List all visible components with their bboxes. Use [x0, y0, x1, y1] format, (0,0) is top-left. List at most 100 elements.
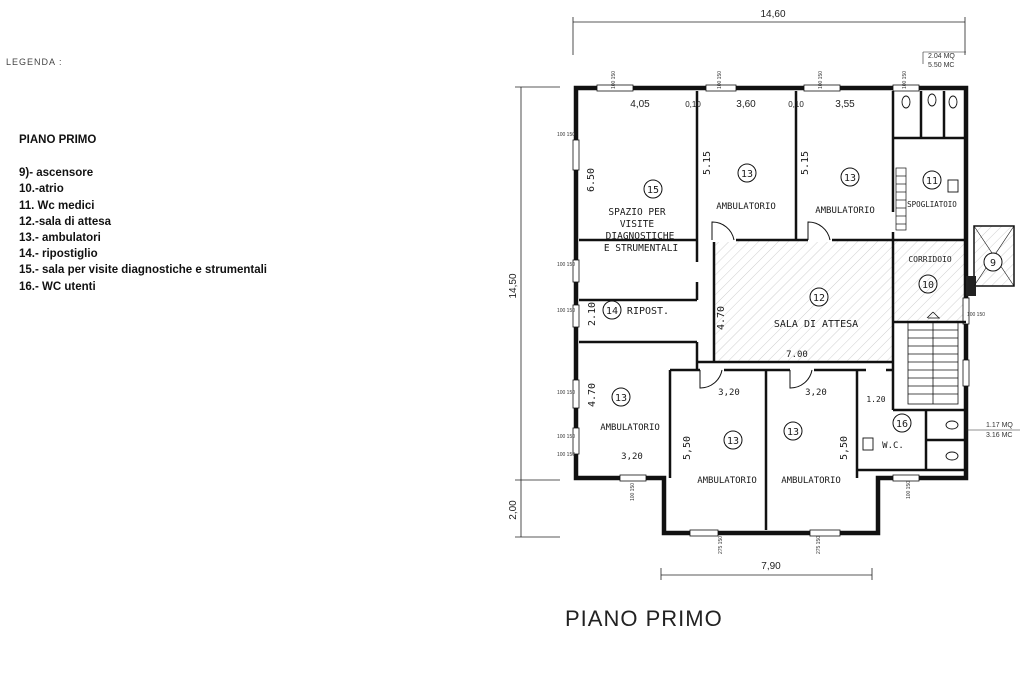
window-tag: 100 150 — [557, 434, 575, 440]
room-number: 9 — [990, 258, 996, 269]
room-number: 11 — [926, 176, 938, 187]
window-tag: 100 150 — [557, 132, 575, 138]
room-13: 13 AMBULATORIO — [781, 421, 841, 486]
room-12: 12 SALA DI ATTESA — [774, 287, 858, 330]
staircase — [907, 311, 959, 405]
dim-vertical: 5,50 — [682, 436, 693, 460]
room-name: RIPOST. — [627, 306, 669, 317]
volume-top: 5.50 MC — [928, 62, 954, 69]
dim-horizontal: 3,20 — [805, 388, 827, 398]
window-openings — [572, 84, 970, 537]
dim-horizontal: 3,20 — [718, 388, 740, 398]
dim-vertical: 5.15 — [702, 151, 713, 175]
dim-vertical: 4.70 — [716, 306, 727, 330]
room-name: CORRIDOIO — [908, 255, 952, 264]
window-tag: 100 150 — [557, 452, 575, 458]
room-name: SALA DI ATTESA — [774, 319, 858, 330]
interior-dimensions: 4,05 0,10 3,60 0,10 3,55 6.50 5.15 5.15 … — [586, 99, 886, 462]
legend-title: LEGENDA : — [6, 57, 63, 67]
dim-vertical: 5,50 — [839, 436, 850, 460]
legend-list: 9)- ascensore 10.-atrio 11. Wc medici 12… — [19, 165, 267, 295]
room-15: 15 SPAZIO PER VISITE DIAGNOSTICHE E STRU… — [604, 179, 678, 254]
legend-item: 16.- WC utenti — [19, 280, 96, 293]
legend-floor-label: PIANO PRIMO — [19, 134, 97, 146]
room-name: SPAZIO PER — [608, 207, 665, 218]
door-openings — [695, 212, 895, 372]
legend-item: 9)- ascensore — [19, 167, 94, 180]
room-number: 15 — [647, 185, 659, 196]
locker-stair — [895, 167, 907, 231]
dim-vertical: 6.50 — [586, 168, 597, 192]
area-top: 2.04 MQ — [928, 53, 955, 60]
dim-top-segment: 3,60 — [736, 99, 756, 110]
legend-item: 13.- ambulatori — [19, 232, 101, 245]
room-number: 13 — [741, 169, 753, 180]
window-tag: 100 150 — [906, 481, 912, 499]
room-name: AMBULATORIO — [781, 476, 841, 486]
hatched-areas — [714, 226, 1014, 362]
window-tag: 100 150 — [611, 71, 617, 89]
dim-total-width: 14,60 — [760, 9, 785, 20]
legend-item: 12.-sala di attesa — [19, 215, 112, 228]
room-name: VISITE — [620, 219, 655, 230]
window-tag: 275 150 — [718, 536, 724, 554]
room-13: 13 AMBULATORIO — [697, 430, 757, 486]
room-number: 13 — [844, 173, 856, 184]
window-tag: 100 150 — [902, 71, 908, 89]
dim-top-segment: 0,10 — [685, 100, 701, 109]
legend-item: 11. Wc medici — [19, 199, 95, 212]
window-tags: 100 150 100 150 100 150 100 150 100 150 … — [557, 71, 985, 554]
legend-block: PIANO PRIMO 9)- ascensore 10.-atrio 11. … — [19, 132, 267, 295]
area-wc: 1.17 MQ — [986, 422, 1013, 429]
door-leaves — [699, 221, 831, 389]
window-tag: 100 150 — [818, 71, 824, 89]
room-16: 16 W.C. — [882, 413, 912, 451]
volume-wc: 3.16 MC — [986, 432, 1012, 439]
dim-horizontal: 7.00 — [786, 350, 808, 360]
dim-horizontal: 1.20 — [866, 395, 885, 404]
dim-vertical: 5.15 — [800, 151, 811, 175]
window-tag: 100 150 — [557, 262, 575, 268]
room-number: 13 — [787, 427, 799, 438]
dim-vertical: 2.10 — [587, 302, 598, 326]
dim-top-segment: 3,55 — [835, 99, 855, 110]
room-9: 9 — [983, 252, 1003, 272]
window-tag: 100 150 — [967, 312, 985, 318]
room-10: CORRIDOIO 10 — [908, 255, 952, 294]
legend-item: 10.-atrio — [19, 183, 64, 196]
window-tag: 100 150 — [557, 390, 575, 396]
dim-horizontal: 3,20 — [621, 452, 643, 462]
dim-lower-offset: 2,00 — [508, 500, 519, 520]
window-tag: 275 150 — [816, 536, 822, 554]
room-name: AMBULATORIO — [697, 476, 757, 486]
room-name: AMBULATORIO — [716, 202, 776, 212]
room-name: E STRUMENTALI — [604, 243, 678, 254]
room-number: 14 — [606, 306, 618, 317]
room-14: 14 RIPOST. — [602, 300, 669, 320]
room-13: 13 AMBULATORIO — [716, 163, 776, 212]
room-11: 11 SPOGLIATOIO — [907, 170, 957, 209]
area-notes: 2.04 MQ 5.50 MC 1.17 MQ 3.16 MC — [922, 51, 1020, 439]
dim-total-height: 14,50 — [508, 273, 519, 298]
sanitary-fixtures — [862, 93, 959, 461]
room-number: 10 — [922, 280, 934, 291]
room-labels: 15 SPAZIO PER VISITE DIAGNOSTICHE E STRU… — [600, 163, 1003, 486]
room-name: AMBULATORIO — [815, 206, 875, 216]
plan-title: PIANO PRIMO — [565, 606, 723, 631]
dim-top-segment: 0,10 — [788, 100, 804, 109]
dim-top-segment: 4,05 — [630, 99, 650, 110]
dim-vertical: 4.70 — [587, 383, 598, 407]
dim-bottom-width: 7,90 — [761, 561, 781, 572]
room-13: 13 AMBULATORIO — [815, 167, 875, 216]
room-13: 13 AMBULATORIO — [600, 387, 660, 433]
legend-item: 14.- ripostiglio — [19, 248, 98, 261]
window-tag: 100 150 — [630, 483, 636, 501]
room-number: 12 — [813, 293, 825, 304]
dimension-lines — [515, 17, 966, 580]
room-name: SPOGLIATOIO — [907, 200, 957, 209]
legend-item: 15.- sala per visite diagnostiche e stru… — [19, 264, 267, 277]
outer-walls — [573, 85, 969, 536]
room-number: 13 — [615, 393, 627, 404]
room-number: 13 — [727, 436, 739, 447]
